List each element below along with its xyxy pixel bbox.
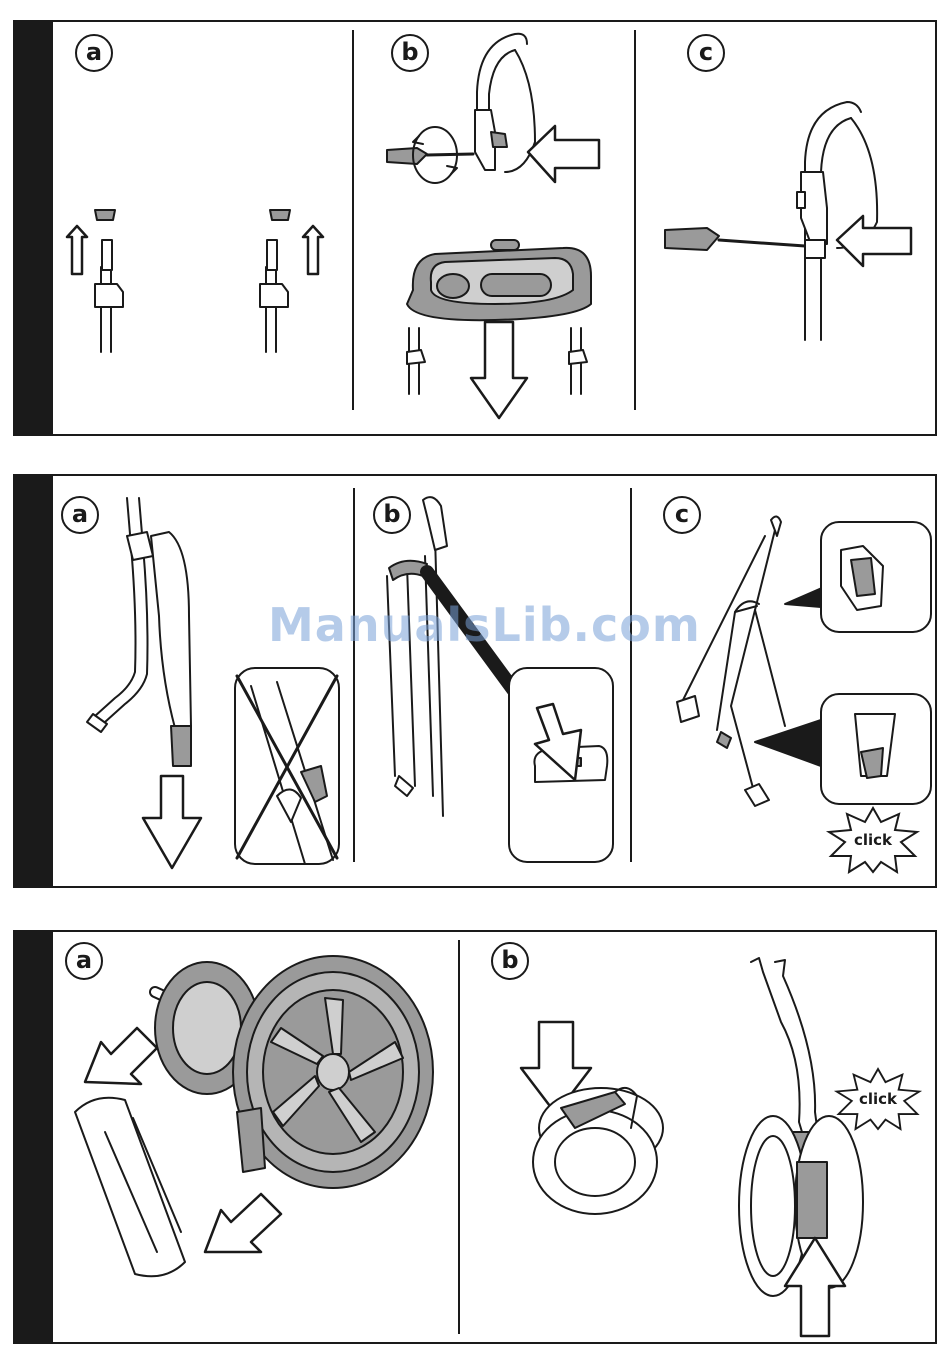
illustration-1a (67, 210, 323, 352)
click-label: click (833, 1066, 923, 1132)
panel-1-illustrations (15, 22, 935, 434)
step-label-1b: b (391, 34, 429, 72)
illustration-3a (75, 956, 433, 1276)
illustration-1b (387, 34, 599, 418)
step-label-2b: b (373, 496, 411, 534)
step-label-2c: c (663, 496, 701, 534)
panel-2-illustrations (15, 476, 935, 886)
illustration-2c (677, 516, 931, 806)
panel-3-divider-1 (458, 940, 460, 1334)
panel-1-divider-2 (634, 30, 636, 410)
instruction-panel-2: a b c click (13, 474, 937, 888)
click-label: click (825, 806, 921, 874)
watermark: ManualsLib.com (268, 598, 701, 652)
click-burst-2c: click (825, 806, 921, 874)
instruction-panel-3: a b click (13, 930, 937, 1344)
step-label-1c: c (687, 34, 725, 72)
illustration-1c (665, 102, 911, 340)
panel-2-divider-1 (353, 488, 355, 862)
step-label-3b: b (491, 942, 529, 980)
illustration-3b (521, 958, 863, 1336)
step-label-1a: a (75, 34, 113, 72)
panel-1-divider-1 (352, 30, 354, 410)
step-label-3a: a (65, 942, 103, 980)
instruction-panel-1: a b c (13, 20, 937, 436)
step-label-2a: a (61, 496, 99, 534)
panel-3-illustrations (15, 932, 935, 1342)
illustration-2b (387, 497, 613, 862)
click-burst-3b: click (833, 1066, 923, 1132)
panel-2-divider-2 (630, 488, 632, 862)
illustration-2a (87, 498, 339, 868)
